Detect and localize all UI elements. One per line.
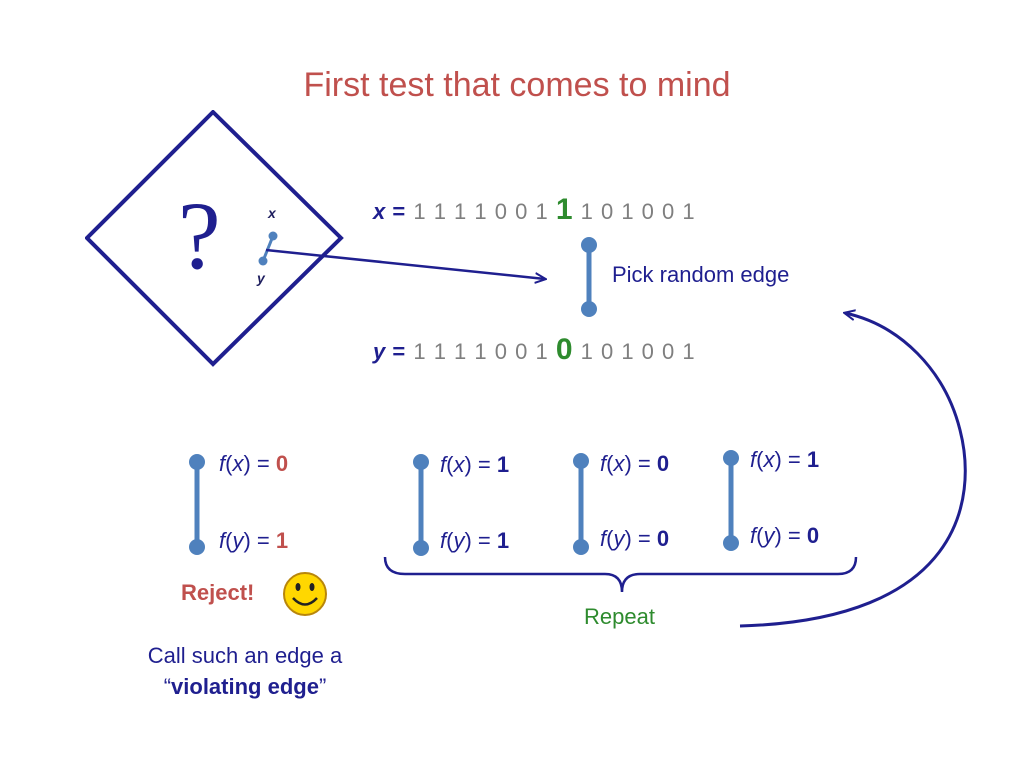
slide-title: First test that comes to mind [303, 66, 731, 104]
edge-2-fy-label: f(y) = [440, 528, 491, 553]
x-eq: = [392, 199, 407, 224]
y-eq: = [392, 339, 407, 364]
hypercube-diamond [85, 110, 344, 367]
x-bits-before: 1 1 1 1 0 0 1 [413, 199, 549, 224]
y-bits-after: 1 0 1 0 0 1 [580, 339, 696, 364]
x-bitstring: x = 1 1 1 1 0 0 1 1 1 0 1 0 0 1 [373, 193, 696, 227]
x-bits-after: 1 0 1 0 0 1 [580, 199, 696, 224]
edge-4-fx-value: 1 [806, 447, 820, 472]
edge-4-fy: f(y) = 0 [750, 523, 819, 549]
cube-mini-edge [258, 231, 278, 266]
question-mark-icon: ? [178, 182, 221, 289]
cube-x-label: x [268, 205, 276, 221]
edge-3-fx-value: 0 [656, 451, 670, 476]
edge-2-fx-label: f(x) = [440, 452, 491, 477]
edge-graphic-4 [723, 450, 739, 551]
edge-4-fy-label: f(y) = [750, 523, 801, 548]
y-bitstring: y = 1 1 1 1 0 0 1 0 1 0 1 0 0 1 [373, 333, 696, 367]
edge-3-fy-label: f(y) = [600, 526, 651, 551]
picked-edge [581, 237, 597, 317]
y-flip-bit: 0 [555, 333, 574, 366]
cube-y-label: y [257, 270, 265, 286]
edge-4-fy-value: 0 [806, 523, 820, 548]
edge-1-fy: f(y) = 1 [219, 528, 288, 554]
x-flip-bit: 1 [555, 193, 574, 226]
edge-1-fx-label: f(x) = [219, 451, 270, 476]
edge-graphic-3 [573, 453, 589, 555]
caption-open-quote: “ [163, 674, 172, 699]
edge-2-fx: f(x) = 1 [440, 452, 509, 478]
smiley-icon [283, 572, 327, 616]
edge-4-fx: f(x) = 1 [750, 447, 819, 473]
repeat-loop-arrow [739, 313, 967, 628]
pick-arrow [265, 248, 545, 279]
edge-2-fy-value: 1 [496, 528, 510, 553]
y-var: y [373, 339, 386, 364]
caption-line1: Call such an edge a [147, 643, 343, 668]
edge-graphic-2 [413, 454, 429, 556]
caption-close-quote: ” [318, 674, 327, 699]
y-bits-before: 1 1 1 1 0 0 1 [413, 339, 549, 364]
edge-3-fx: f(x) = 0 [600, 451, 669, 477]
edge-2-fx-value: 1 [496, 452, 510, 477]
edge-2-fy: f(y) = 1 [440, 528, 509, 554]
edge-3-fy: f(y) = 0 [600, 526, 669, 552]
x-var: x [373, 199, 386, 224]
edge-4-fx-label: f(x) = [750, 447, 801, 472]
edge-1-fy-value: 1 [275, 528, 289, 553]
pick-random-edge-label: Pick random edge [612, 262, 790, 287]
edge-graphic-1 [189, 454, 205, 555]
edge-1-fx-value: 0 [275, 451, 289, 476]
edge-1-fx: f(x) = 0 [219, 451, 288, 477]
reject-label: Reject! [181, 580, 255, 605]
violating-edge-caption: Call such an edge a “violating edge” [120, 640, 370, 702]
caption-violating-edge: violating edge [171, 674, 319, 699]
edge-1-fy-label: f(y) = [219, 528, 270, 553]
repeat-brace [383, 556, 858, 593]
edge-3-fx-label: f(x) = [600, 451, 651, 476]
repeat-label: Repeat [584, 604, 655, 629]
edge-3-fy-value: 0 [656, 526, 670, 551]
